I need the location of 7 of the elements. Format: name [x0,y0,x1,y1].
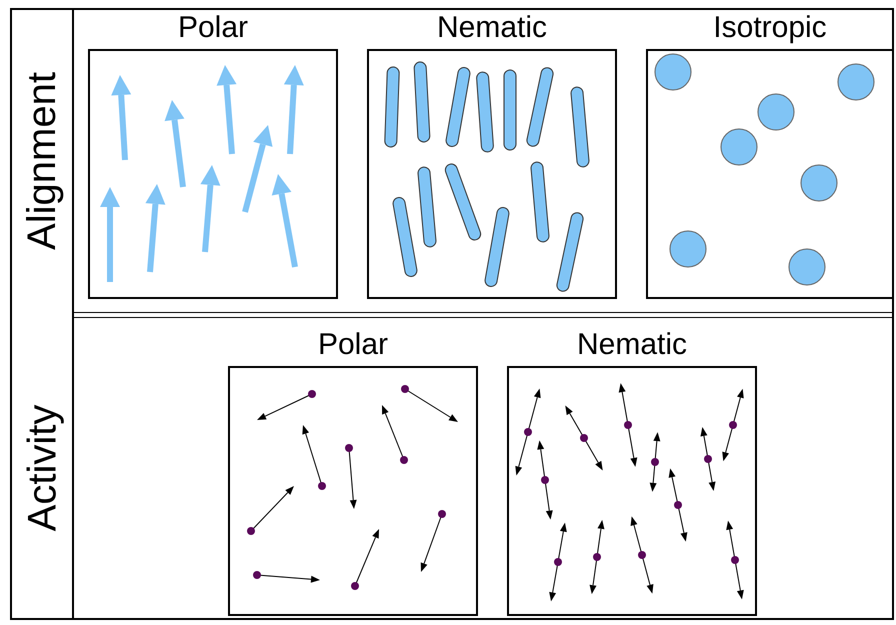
panel-heading: Nematic [576,328,688,362]
row-heading: Alignment [20,72,64,250]
panel-heading: Polar [176,11,250,45]
row-heading: Activity [20,404,64,532]
panel-heading: Polar [316,328,390,362]
panel-heading: Isotropic [712,11,828,45]
panel-heading: Nematic [436,11,548,45]
